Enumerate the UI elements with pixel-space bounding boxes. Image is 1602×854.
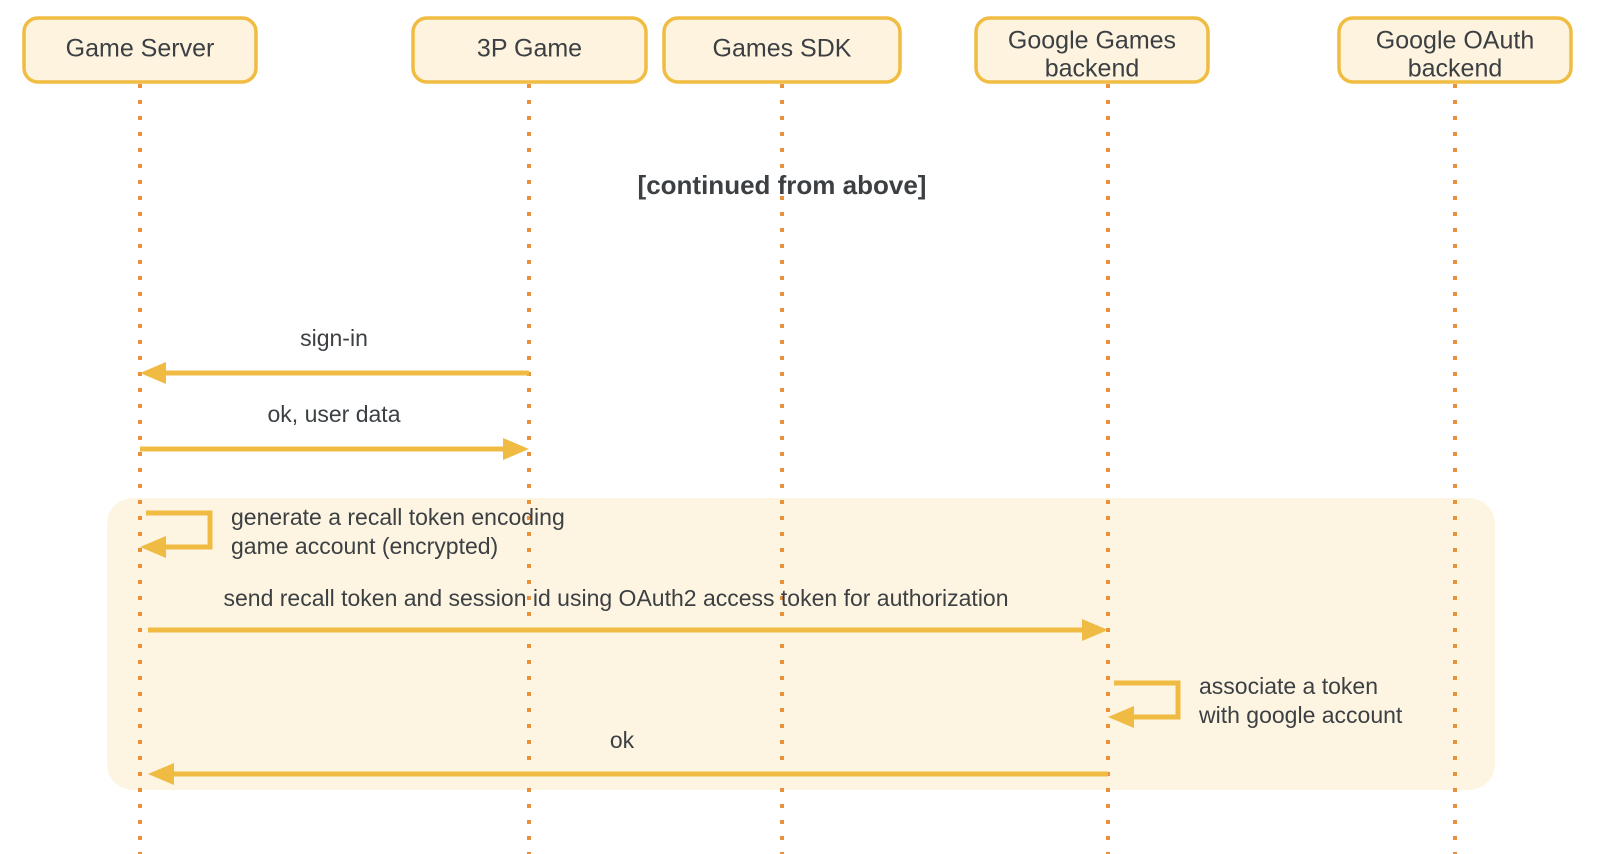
participant-label2-google-games-backend: backend: [1045, 55, 1140, 83]
participant-label-google-games-backend: Google Games: [1008, 27, 1176, 55]
participant-label-google-oauth-backend: Google OAuth: [1376, 27, 1534, 55]
message-label-msg-ok: ok: [610, 727, 635, 753]
message-loop-msg-associate-token: [1114, 680, 1181, 720]
participant-third-party-game[interactable]: 3P Game: [411, 16, 648, 84]
participant-label-game-server: Game Server: [66, 35, 215, 63]
participant-game-server[interactable]: Game Server: [22, 16, 258, 84]
participant-box-google-oauth-backend[interactable]: [1337, 16, 1573, 84]
message-layer: sign-in ok, user data generate a recall to…: [140, 325, 1403, 785]
participant-box-games-sdk[interactable]: [662, 16, 902, 84]
message-msg-send-recall-token[interactable]: send recall token and session id using O…: [148, 585, 1108, 641]
participant-label2-google-oauth-backend: backend: [1408, 55, 1503, 83]
note-layer: [continued from above]: [638, 170, 927, 200]
message-arrowhead-msg-ok: [148, 763, 174, 785]
participant-box-google-games-backend[interactable]: [974, 16, 1210, 84]
participant-games-sdk[interactable]: Games SDK: [662, 16, 902, 84]
message-arrowhead-msg-generate-recall-token: [140, 536, 166, 558]
message-arrowhead-msg-ok-user-data: [503, 438, 529, 460]
message-arrowhead-msg-sign-in: [140, 362, 166, 384]
message-loop-msg-generate-recall-token: [146, 510, 213, 550]
note-continued-from-above: [continued from above]: [638, 170, 927, 200]
participant-label-third-party-game: 3P Game: [477, 35, 582, 63]
message-msg-associate-token[interactable]: associate a token with google account: [1108, 673, 1403, 728]
message-label2-msg-associate-token: with google account: [1198, 702, 1403, 728]
message-label-msg-associate-token: associate a token: [1199, 673, 1378, 699]
message-label2-msg-generate-recall-token: game account (encrypted): [231, 533, 498, 559]
message-arrowhead-msg-send-recall-token: [1082, 619, 1108, 641]
participant-box-third-party-game[interactable]: [411, 16, 648, 84]
message-label-msg-generate-recall-token: generate a recall token encoding: [231, 504, 565, 530]
message-arrowhead-msg-associate-token: [1108, 706, 1134, 728]
message-msg-generate-recall-token[interactable]: generate a recall token encoding game acc…: [140, 504, 565, 559]
message-label-msg-ok-user-data: ok, user data: [268, 401, 401, 427]
message-label-msg-send-recall-token: send recall token and session id using O…: [223, 585, 1008, 611]
participant-box-game-server[interactable]: [22, 16, 258, 84]
message-label-msg-sign-in: sign-in: [300, 325, 368, 351]
lifeline-layer: [138, 84, 1457, 854]
message-msg-ok-user-data[interactable]: ok, user data: [140, 401, 529, 460]
message-msg-sign-in[interactable]: sign-in: [140, 325, 529, 384]
participant-label-games-sdk: Games SDK: [713, 35, 852, 63]
message-msg-ok[interactable]: ok: [148, 727, 1108, 785]
